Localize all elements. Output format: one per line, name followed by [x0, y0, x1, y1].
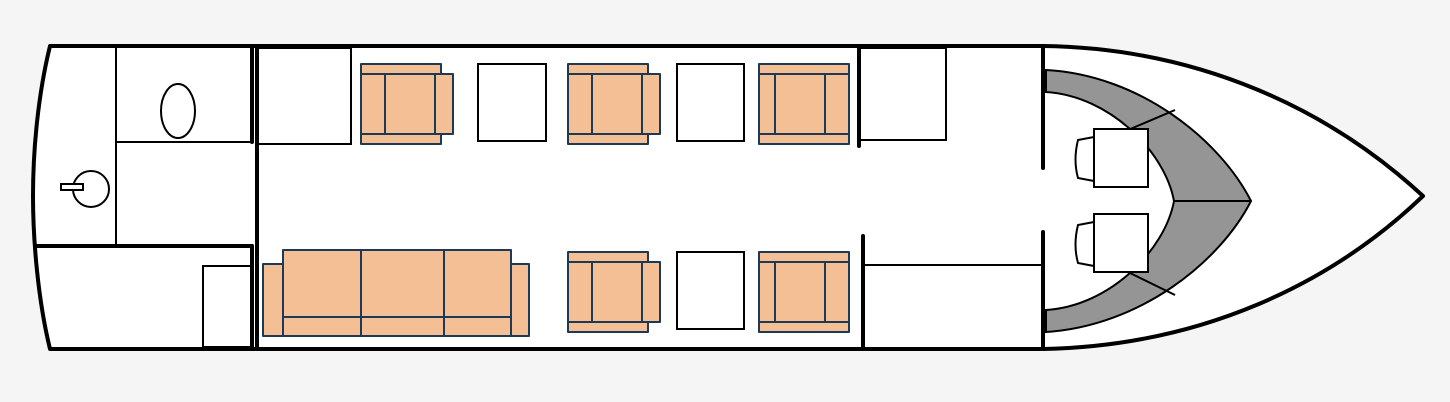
- lavatory: [34, 44, 254, 248]
- table: [676, 63, 745, 142]
- passenger-seat: [360, 63, 454, 145]
- cockpit-console: [1045, 68, 1253, 334]
- toilet-icon: [160, 83, 196, 139]
- table: [477, 63, 547, 142]
- pilot-seat: [1074, 128, 1149, 188]
- faucet-icon: [60, 183, 84, 191]
- divan-sofa: [262, 249, 530, 337]
- pilot-seat: [1074, 213, 1149, 273]
- table: [676, 251, 745, 330]
- passenger-seat: [758, 251, 850, 333]
- storage-closet: [202, 244, 254, 351]
- passenger-seat: [758, 63, 850, 145]
- aft-cabinet: [256, 47, 352, 145]
- passenger-seat: [567, 251, 661, 333]
- passenger-seat: [567, 63, 661, 145]
- forward-cabinet: [858, 47, 947, 141]
